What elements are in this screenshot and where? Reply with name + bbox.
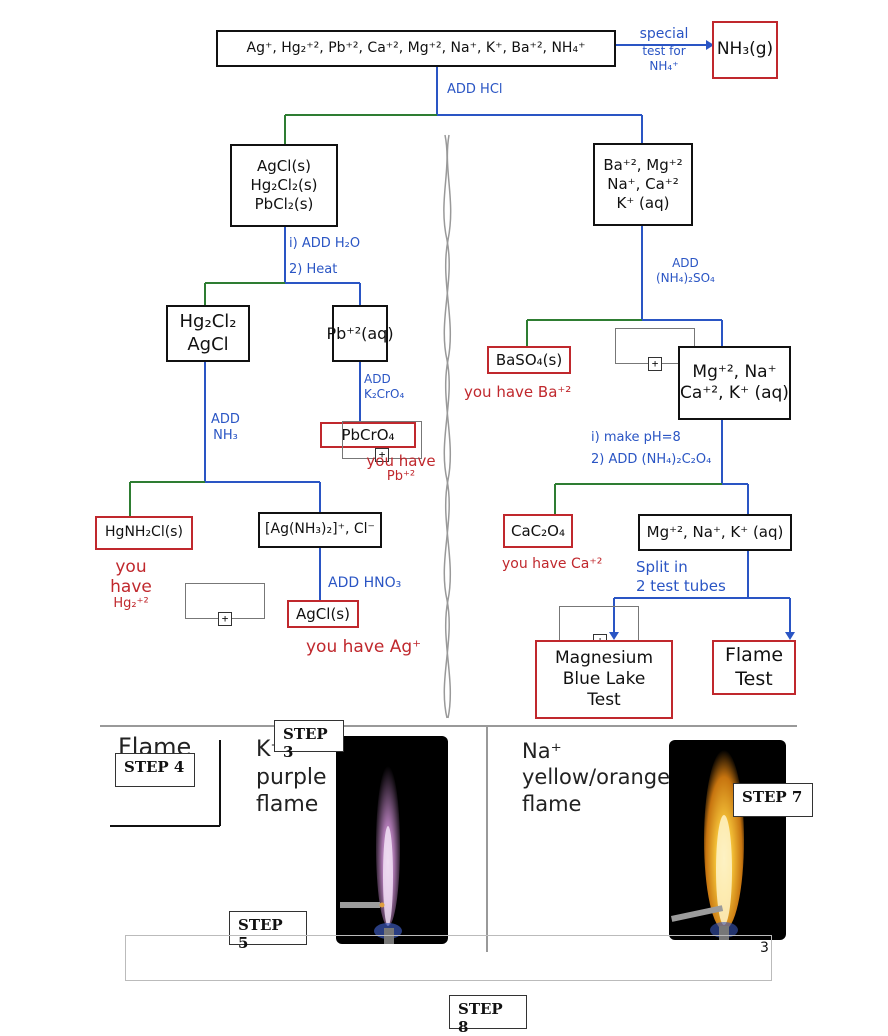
you-have-ba-note: you have Ba⁺² [464, 383, 572, 401]
step-8-label[interactable]: STEP 8 [449, 995, 527, 1036]
magnesium-blue-lake-test-box: Magnesium Blue Lake Test [535, 640, 673, 719]
ph-oxalate-steps: i) make pH=8 2) ADD (NH₄)₂C₂O₄ [591, 430, 712, 468]
step-5-label[interactable]: STEP 5 [229, 911, 307, 952]
step-4-label[interactable]: STEP 4 [115, 753, 195, 787]
cac2o4-box: CaC₂O₄ [503, 514, 573, 548]
agcl-solid-box: AgCl(s) [287, 600, 359, 628]
remaining-cations-box: Ba⁺², Mg⁺² Na⁺, Ca⁺² K⁺ (aq) [593, 143, 693, 226]
purple-flame-image [340, 766, 402, 944]
mg-na-k-box: Mg⁺², Na⁺, K⁺ (aq) [638, 514, 792, 551]
add-nh3-label: ADD NH₃ [211, 412, 240, 444]
initial-ions-box: Ag⁺, Hg₂⁺², Pb⁺², Ca⁺², Mg⁺², Na⁺, K⁺, B… [216, 30, 616, 67]
pbcro4-box: PbCrO₄ [320, 422, 416, 448]
you-have-ag-note: you have Ag⁺ [306, 637, 422, 657]
nh3-gas-box: NH₃(g) [712, 21, 778, 79]
you-have-ca-note: you have Ca⁺² [502, 556, 603, 572]
potassium-flame-note: K⁺ purple flame [256, 737, 327, 817]
hgnh2cl-box: HgNH₂Cl(s) [95, 516, 193, 550]
page-number: 3 [760, 940, 769, 956]
baso4-box: BaSO₄(s) [487, 346, 571, 374]
expand-toggle-icon[interactable]: + [375, 448, 389, 462]
add-k2cro4-label: ADD K₂CrO₄ [364, 372, 405, 401]
initial-ions-text: Ag⁺, Hg₂⁺², Pb⁺², Ca⁺², Mg⁺², Na⁺, K⁺, B… [246, 39, 586, 56]
pb-aqueous-box: Pb⁺²(aq) [326, 305, 394, 362]
expand-toggle-icon[interactable]: + [218, 612, 232, 626]
chloride-precipitate-box: AgCl(s) Hg₂Cl₂(s) PbCl₂(s) [230, 144, 338, 227]
add-hcl-label: ADD HCl [447, 82, 503, 97]
yellow-flame-image [671, 750, 744, 940]
flame-test-box: Flame Test [712, 640, 796, 695]
split-test-tubes-label: Split in 2 test tubes [636, 558, 726, 595]
step-3-label[interactable]: STEP 3 [274, 720, 344, 761]
add-ammonium-sulfate-label: ADD (NH₄)₂SO₄ [656, 256, 715, 285]
water-heat-steps: i) ADD H₂O 2) Heat [289, 236, 361, 278]
special-test-label: special test for NH₄⁺ [639, 26, 689, 73]
mg-na-ca-k-box: Mg⁺², Na⁺ Ca⁺², K⁺ (aq) [678, 346, 791, 420]
you-have-hg-note: you have Hg₂⁺² [110, 557, 152, 612]
silver-ammine-complex-box: [Ag(NH₃)₂]⁺, Cl⁻ [258, 512, 382, 548]
sodium-flame-note: Na⁺ yellow/orange flame [522, 739, 671, 816]
add-hno3-label: ADD HNO₃ [328, 575, 402, 591]
you-have-pb-note: you have Pb⁺² [366, 452, 436, 485]
step-7-label[interactable]: STEP 7 [733, 783, 813, 817]
potassium-flame-photo [336, 736, 448, 944]
sodium-flame-photo [669, 740, 786, 940]
caption-input-area[interactable] [125, 935, 772, 981]
expand-toggle-icon[interactable]: + [648, 357, 662, 371]
hg2cl2-agcl-box: Hg₂Cl₂ AgCl [166, 305, 250, 362]
